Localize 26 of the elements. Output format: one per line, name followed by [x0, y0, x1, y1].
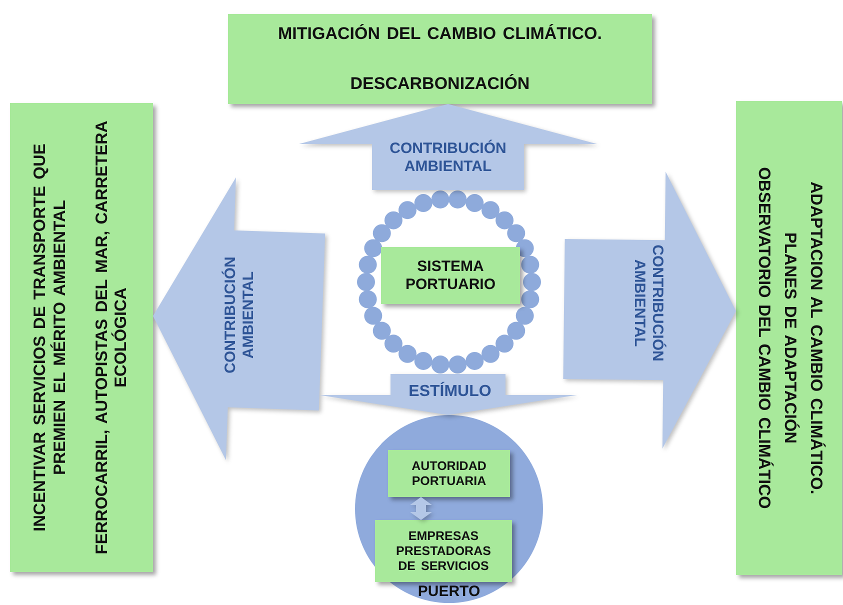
edge-label: CONTRIBUCIÓN AMBIENTAL [220, 256, 258, 376]
block-arrow [319, 374, 577, 415]
box-text: FERROCARRIL, AUTOPISTAS DEL MAR, CARRETERA ECOLÓGICA [92, 120, 132, 556]
box-text: ADAPTACION AL CAMBIO CLIMÁTICO. [806, 182, 825, 494]
port-label: PUERTO [416, 583, 482, 600]
box-text: EMPRESAS PRESTADORAS DE SERVICIOS [395, 528, 492, 574]
box-text: OBSERVATORIO DEL CAMBIO CLIMÁTICO [754, 167, 774, 509]
block-arrow [563, 172, 736, 449]
goal-box [10, 103, 153, 572]
authority-box [388, 450, 510, 497]
block-arrow [410, 497, 432, 520]
block-arrow [299, 104, 597, 190]
box-text: INCENTIVAR SERVICIOS DE TRANSPORTE QUE PREMIEN EL MÉRITO AMBIENTAL [30, 142, 70, 534]
goal-box [228, 14, 652, 104]
box-text: SISTEMA PORTUARIO [404, 258, 496, 294]
box-text: MITIGACIÓN DEL CAMBIO CLIMÁTICO. [278, 24, 602, 44]
box-text: AUTORIDAD PORTUARIA [410, 458, 488, 488]
company-box [375, 520, 512, 582]
box-text: PLANES DE ADAPTACIÓN [780, 232, 799, 444]
system-box [381, 247, 520, 304]
edge-label: CONTRIBUCIÓN AMBIENTAL [388, 138, 508, 177]
goal-box [736, 101, 842, 575]
edge-label: ESTÍMULO [408, 380, 492, 402]
block-arrow [153, 177, 326, 460]
edge-label: CONTRIBUCIÓN AMBIENTAL [630, 244, 668, 364]
box-text: DESCARBONIZACIÓN [350, 74, 530, 94]
